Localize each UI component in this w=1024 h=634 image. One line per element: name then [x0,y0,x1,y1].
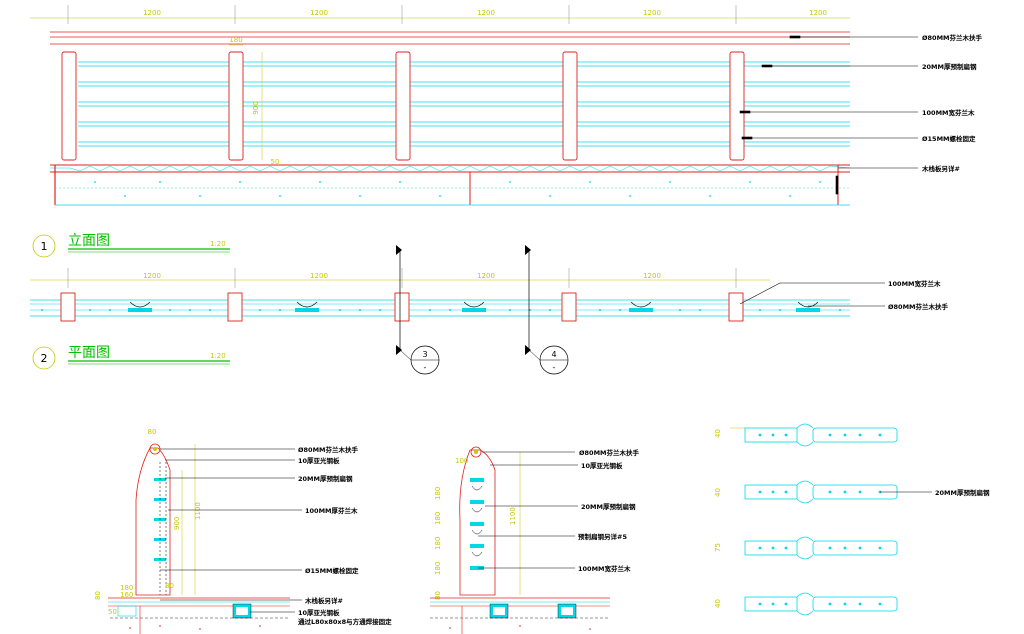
detail-a-label-handrail: Ø80MM芬兰木扶手 [298,445,359,454]
plan-post-5 [728,292,744,322]
section-4-sub: - [553,363,556,372]
detail-b-label-flatbar: 20MM厚预制扁钢 [581,502,636,511]
elev-dim-3: 1200 [477,9,495,17]
flat-bars [78,61,850,147]
elev-small-dim-3: 50 [271,158,280,166]
elev-small-dim-2: 900 [252,101,260,114]
section-marker-4: 4 - [525,245,569,375]
plan-post-2 [227,292,243,322]
elevation-leaders [739,35,918,195]
detail-a-dim-180: 180 [120,584,133,592]
plan-rail [30,299,850,317]
section-3-sub: - [424,363,427,372]
plan-title-scale: 1:20 [210,352,226,360]
detail-a-label-bolt: Ø15MM螺栓固定 [305,566,359,575]
elevation-dimension-line: 1200 1200 1200 1200 1200 [30,5,850,24]
detail-a-dim-top: 80 [148,428,157,436]
flatbar-piece-2: 40 [714,480,932,504]
detail-a-label-deck: 木栈板另详# [304,596,343,605]
detail-a-dim-160: 160 [120,591,133,599]
plan-dim-1: 1200 [143,272,161,280]
elev-label-handrail: Ø80MM芬兰木扶手 [922,33,983,42]
detail-a: 1100 900 80 180 160 80 80 50 Ø80MM芬兰木扶手 … [94,428,392,634]
detail-b-label-flatbar-detail: 预制扁钢另详#5 [578,532,627,541]
plan-post-1 [60,292,76,322]
plan-label-handrail: Ø80MM芬兰木扶手 [888,302,949,311]
plan-title-block: 2 平面图 1:20 [32,345,230,370]
plan-leaders [739,282,885,307]
detail-a-dim-1100: 1100 [194,502,202,520]
detail-c-label: 20MM厚预制扁钢 [935,488,990,497]
section-4-number: 4 [551,350,556,359]
elev-label-wood: 100MM宽芬兰木 [922,108,975,117]
elev-label-flatbar: 20MM厚预制扁钢 [922,62,977,71]
detail-b-dim-180d: 180 [434,562,442,575]
detail-b-dim-80: 80 [434,591,442,600]
elev-title-scale: 1:20 [210,240,226,248]
elev-dim-5: 1200 [809,9,827,17]
post-5 [729,51,745,161]
detail-c: 40 40 20MM厚预制扁钢 75 40 [714,423,990,616]
plan-dim-4: 1200 [643,272,661,280]
plan-view: 1200 1200 1200 1200 [30,268,949,322]
detail-c-dim-3: 75 [714,543,722,552]
elev-label-deck: 木栈板另详# [921,164,960,173]
section-marker-3: 3 - [396,245,440,375]
plan-posts [60,292,744,322]
flatbar-piece-1: 40 [714,423,898,447]
detail-b-label-steel: 10厚亚光钢板 [581,461,623,470]
post-4 [562,51,578,161]
elev-title-number: 1 [41,240,48,253]
posts [61,51,745,161]
elev-label-bolt: Ø15MM螺栓固定 [922,134,976,143]
post-1 [61,51,77,161]
elevation-title-block: 1 立面图 1:20 [32,233,230,258]
elevation-small-dims: 180 900 50 [229,36,279,166]
section-3-number: 3 [422,350,427,359]
post-3 [395,51,411,161]
detail-c-dim-1: 40 [714,429,722,438]
plan-post-3 [394,292,410,322]
elev-dim-1: 1200 [143,9,161,17]
detail-a-label-weld: 通过L80x80x8与方通焊接固定 [298,617,392,626]
detail-b-dim-1100: 1100 [509,507,517,525]
elev-title-text: 立面图 [68,233,110,249]
elev-small-dim-1: 180 [229,36,242,44]
detail-a-dim-80: 80 [94,591,102,600]
deck-board [50,164,851,206]
detail-a-label-steel: 10厚亚光钢板 [298,456,340,465]
elevation-view: 1200 1200 1200 1200 1200 [30,5,983,206]
detail-a-label-flatbar: 20MM厚预制扁钢 [298,474,353,483]
detail-c-dim-2: 40 [714,488,722,497]
detail-a-dim-80b: 80 [165,582,174,590]
detail-b-dim-180a: 180 [434,487,442,500]
detail-b-dim-180c: 180 [434,537,442,550]
plan-dim-2: 1200 [310,272,328,280]
detail-b-label-wood: 100MM宽芬兰木 [578,564,631,573]
detail-a-dim-900: 900 [173,517,181,530]
plan-title-number: 2 [41,352,48,365]
plan-post-4 [561,292,577,322]
detail-a-dim-50: 50 [108,608,117,616]
detail-b-dim-100: 100 [455,457,468,465]
elev-dim-2: 1200 [310,9,328,17]
post-2 [228,51,244,161]
flatbar-piece-4: 40 [714,592,898,616]
detail-b: 1100 100 180 180 180 180 80 Ø80MM芬兰木扶手 1… [430,446,640,634]
detail-b-dim-180b: 180 [434,512,442,525]
plan-label-wood: 100MM宽芬兰木 [888,279,941,288]
elev-dim-4: 1200 [643,9,661,17]
handrail [50,31,850,45]
detail-a-label-wood: 100MM厚芬兰木 [305,506,358,515]
detail-b-label-handrail: Ø80MM芬兰木扶手 [579,448,640,457]
detail-c-dim-4: 40 [714,599,722,608]
detail-a-label-steel-2: 10厚亚光钢板 [298,608,340,617]
flatbar-piece-3: 75 [714,536,898,560]
plan-dim-3: 1200 [477,272,495,280]
plan-title-text: 平面图 [68,345,110,361]
